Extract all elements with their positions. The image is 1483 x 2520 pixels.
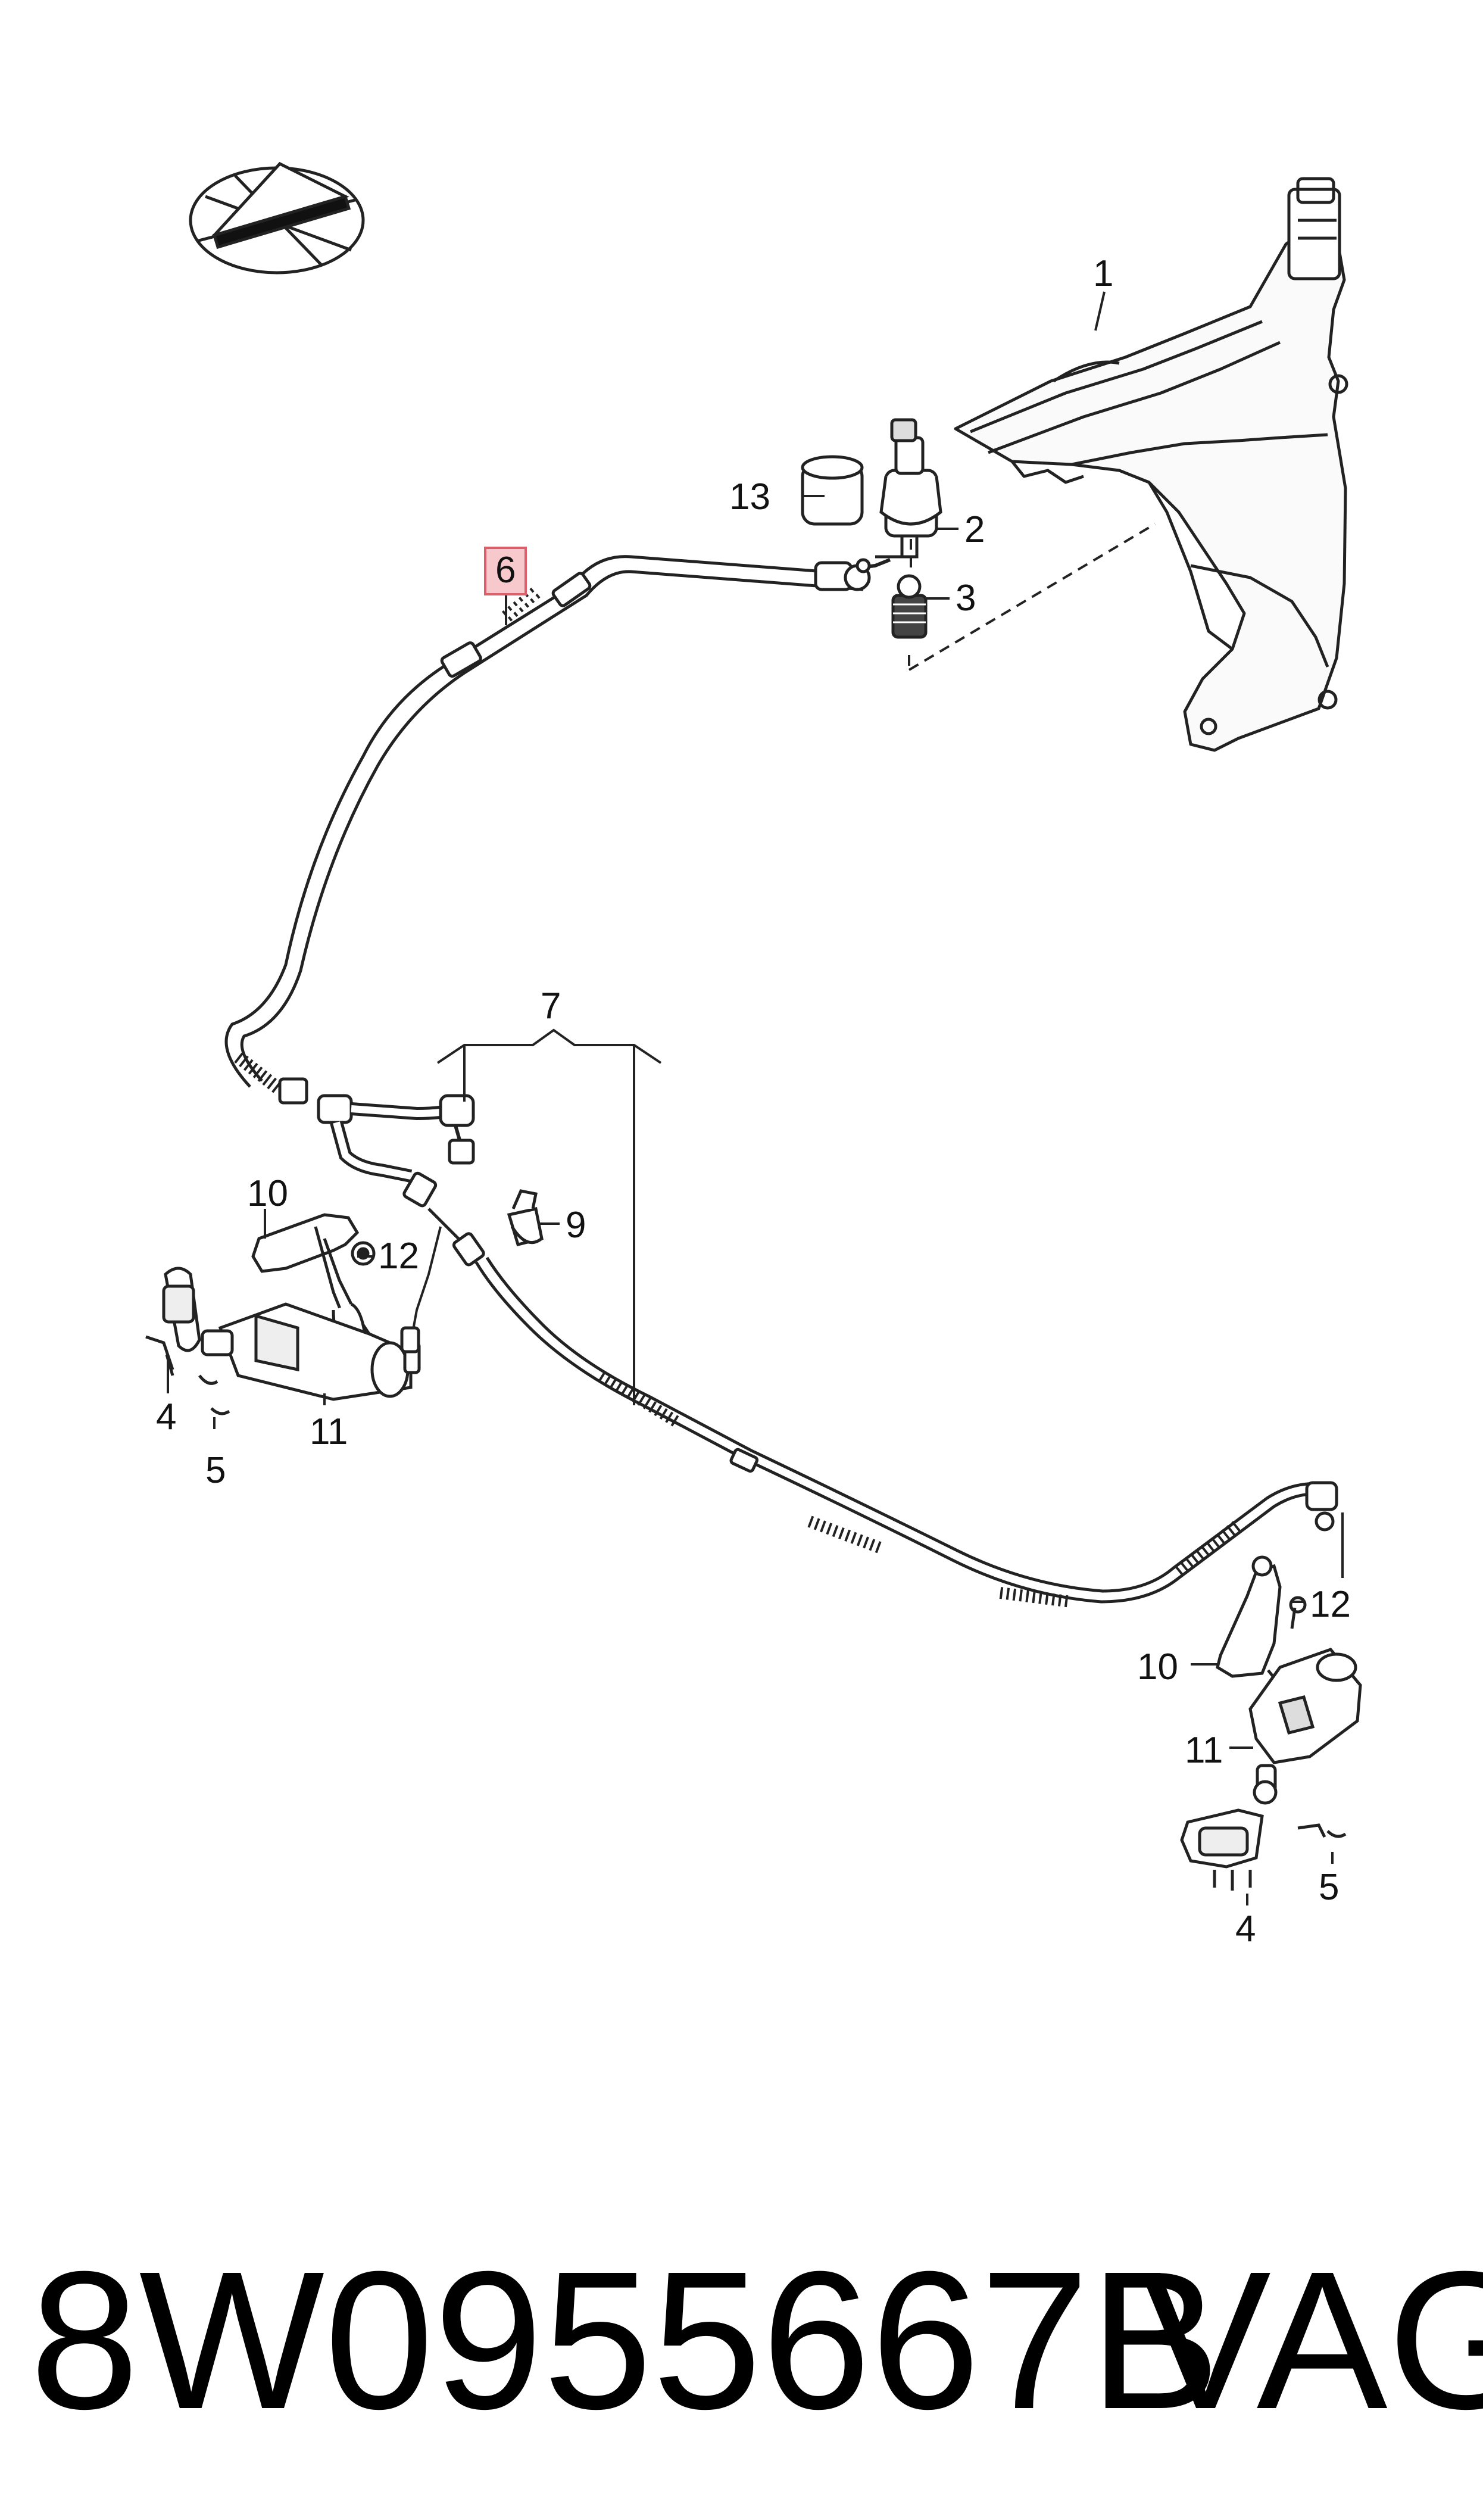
seal-grommet [801, 455, 864, 526]
callout-3: 3 [956, 578, 976, 619]
orientation-symbol-icon [189, 161, 365, 275]
callout-4-left: 4 [156, 1396, 176, 1437]
part-number: 8W0955667B [30, 2230, 1220, 2450]
assembly-lines [908, 523, 1156, 671]
washer-pump [875, 418, 942, 559]
callout-12-left: 12 [378, 1236, 419, 1277]
washer-hose-main [224, 555, 891, 1088]
callout-4-right: 4 [1235, 1908, 1256, 1950]
callout-5-right: 5 [1319, 1867, 1339, 1908]
brand-name: VAG [1140, 2230, 1483, 2450]
callout-5-left: 5 [205, 1450, 226, 1491]
callouts: 1 2 3 13 6 7 9 10 12 4 11 5 12 10 11 5 4 [156, 253, 1351, 1950]
callout-1: 1 [1093, 253, 1113, 294]
callout-6: 6 [495, 550, 516, 591]
callout-10-left: 10 [247, 1173, 288, 1214]
footer: 8W0955667B VAG [0, 2215, 1483, 2465]
left-jet-assembly [145, 1213, 442, 1415]
callout-7: 7 [541, 985, 561, 1027]
hose-clip [507, 1189, 544, 1247]
washer-hose-right [427, 1208, 1338, 1608]
callout-13: 13 [729, 476, 770, 517]
right-jet-assembly [1180, 1555, 1362, 1891]
callout-10-right: 10 [1137, 1646, 1178, 1688]
pump-filter [891, 574, 928, 639]
highlight-box [484, 547, 527, 595]
callout-9: 9 [566, 1205, 586, 1246]
callout-2: 2 [964, 509, 985, 550]
washer-reservoir [954, 177, 1348, 752]
callout-11-left: 11 [310, 1411, 348, 1452]
callout-12-right: 12 [1310, 1584, 1351, 1625]
leader-lines [167, 291, 1344, 1905]
callout-11-right: 11 [1185, 1730, 1223, 1771]
hose-tee-assembly [234, 1052, 475, 1208]
